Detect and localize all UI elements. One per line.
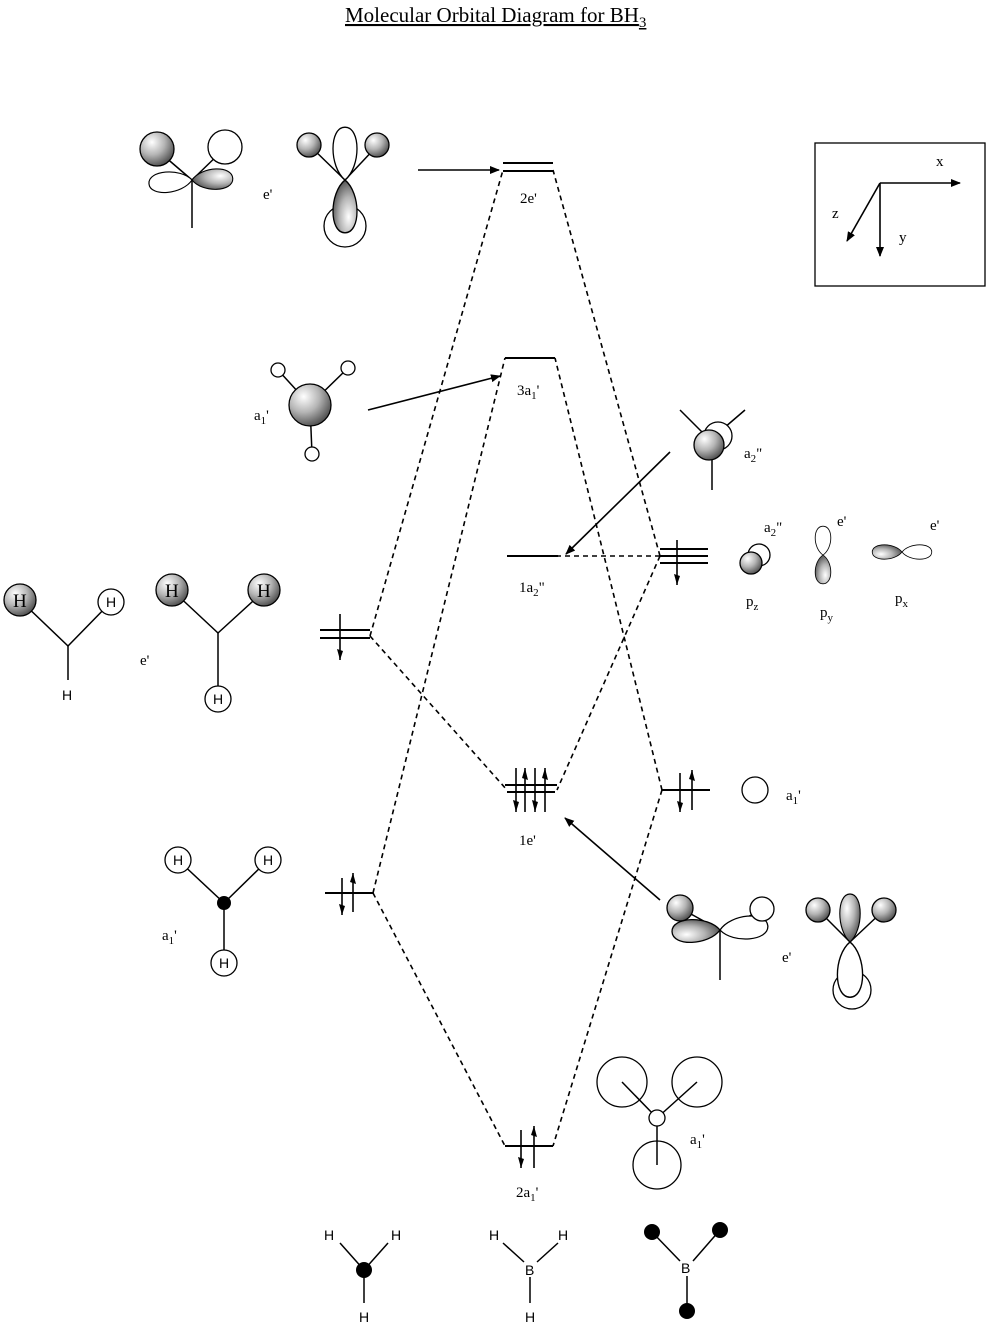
label-a1-3a1: a1' [254,408,269,427]
structure-h3: H H H [324,1227,401,1325]
label-a1-2a1: a1' [690,1132,705,1151]
label-py: py [820,605,834,624]
level-1a2: 1a2" [507,555,558,599]
label-a1-2s: a1' [786,788,801,807]
svg-text:H: H [324,1227,334,1243]
level-b-2s [662,770,710,812]
svg-text:H: H [391,1227,401,1243]
orbital-2s [741,776,769,804]
orbital-1a2 [679,409,746,490]
level-label-2e: 2e' [520,191,537,207]
salc-e-a: H H H [3,583,125,703]
arrow-to-1a2-icon [565,451,671,555]
level-3a1: 3a1' [505,357,555,402]
level-label-2a1: 2a1' [516,1185,539,1204]
level-label-1a2: 1a2" [519,580,545,599]
diagram-title: Molecular Orbital Diagram for BH3 [345,3,646,31]
level-label-3a1: 3a1' [517,383,540,402]
structure-b-orbitals: B [644,1222,728,1319]
svg-text:H: H [13,591,27,612]
svg-text:H: H [359,1309,369,1325]
svg-text:H: H [257,581,271,602]
level-h3-a1 [325,873,373,915]
svg-text:H: H [489,1227,499,1243]
orbital-1e-a [666,894,775,980]
z-axis-arrow-icon [846,182,881,242]
level-label-1e: 1e' [519,833,536,849]
svg-text:H: H [173,852,183,868]
coordinate-axes: x y z [814,142,986,287]
orbital-pz [739,543,771,575]
svg-text:H: H [106,594,116,610]
svg-text:H: H [213,691,223,707]
svg-text:B: B [681,1260,690,1276]
level-2a1: 2a1' [505,1126,553,1204]
label-e-salc: e' [140,653,150,669]
level-b-2p [660,540,708,585]
label-e-py: e' [837,514,847,530]
orbital-2e-b [296,126,390,248]
svg-text:H: H [525,1309,535,1325]
label-a1-salc: a1' [162,928,177,947]
y-axis-label: y [899,230,907,246]
label-px: px [895,591,909,610]
svg-text:H: H [62,687,72,703]
structure-bh3: B H H H [489,1227,568,1325]
svg-text:H: H [165,581,179,602]
level-2e: 2e' [503,162,553,207]
label-e-1e: e' [782,950,792,966]
svg-text:H: H [219,955,229,971]
orbital-2e-a [139,129,243,228]
label-a2: a2" [744,446,762,465]
level-1e: 1e' [505,768,557,849]
orbital-3a1 [270,360,356,462]
correlation-lines [369,169,663,1147]
level-h3-e [320,614,370,660]
svg-text:B: B [525,1262,534,1278]
arrow-to-3a1-icon [367,374,501,411]
orbital-2a1 [596,1056,723,1190]
orbital-px [871,544,933,560]
electron-pairs [513,768,548,812]
x-axis-label: x [936,154,944,170]
z-axis-label: z [832,206,839,222]
label-a2-pz: a2" [764,520,782,539]
label-pz: pz [746,594,759,613]
arrow-to-1e-icon [564,817,661,901]
label-e-prime: e' [263,187,273,203]
salc-e-b: H H H [155,573,281,713]
label-e-px: e' [930,518,940,534]
orbital-1e-b [805,893,897,1010]
salc-a1: H H H [164,846,282,977]
orbital-py [814,525,832,585]
svg-text:H: H [558,1227,568,1243]
svg-text:H: H [263,852,273,868]
